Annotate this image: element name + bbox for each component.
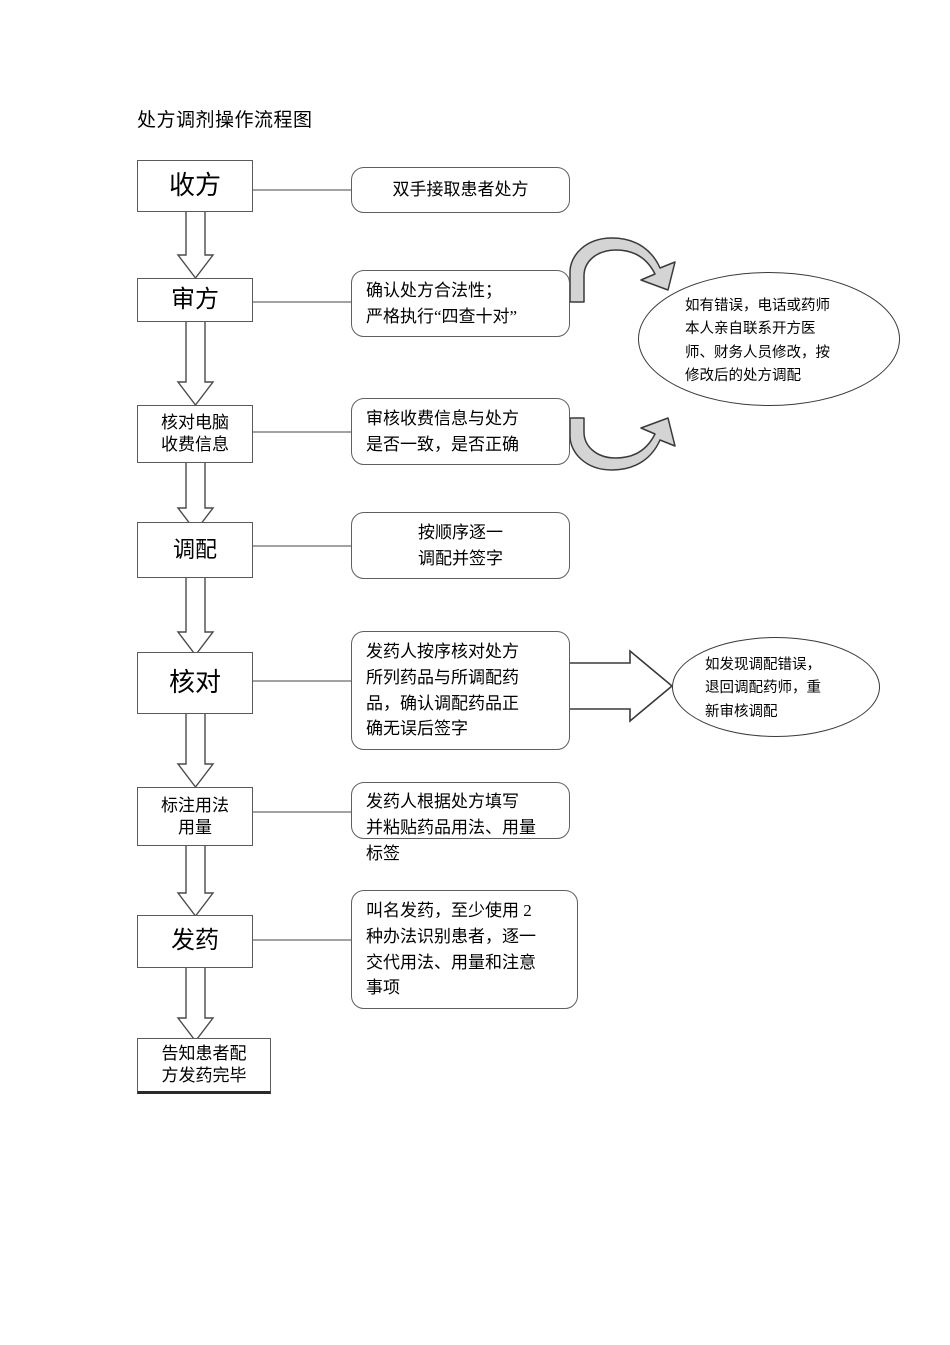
note-box-fayao[interactable]: 叫名发药，至少使用 2 种办法识别患者，逐一 交代用法、用量和注意 事项 [351, 890, 578, 1009]
flow-arrow-7 [176, 968, 215, 1043]
process-label: 告知患者配 方发药完毕 [161, 1044, 247, 1085]
note-text: 确认处方合法性； 严格执行“四查十对” [366, 280, 518, 326]
process-label: 收方 [168, 171, 221, 201]
flow-arrow-4 [176, 578, 215, 657]
note-text: 发药人根据处方填写 并粘贴药品用法、用量 标签 [366, 792, 536, 863]
note-box-heidui[interactable]: 发药人按序核对处方 所列药品与所调配药 品，确认调配药品正 确无误后签字 [351, 631, 570, 750]
process-label: 审方 [171, 286, 219, 313]
callout-text: 如有错误，电话或药师 本人亲自联系开方医 师、财务人员修改，按 修改后的处方调配 [685, 298, 830, 385]
note-box-shoufang[interactable]: 双手接取患者处方 [351, 167, 570, 213]
process-box-gaozhi-huanzhe[interactable]: 告知患者配 方发药完毕 [137, 1038, 271, 1094]
curved-loop-arrow-bottom [569, 417, 676, 471]
flow-arrow-2 [176, 322, 215, 407]
note-text: 审核收费信息与处方 是否一致，是否正确 [366, 408, 519, 454]
flow-arrow-3 [176, 463, 215, 533]
block-right-arrow [568, 649, 674, 723]
process-box-biaozhu-yongfa[interactable]: 标注用法 用量 [137, 787, 253, 846]
process-box-shoufang[interactable]: 收方 [137, 160, 253, 212]
note-text: 双手接取患者处方 [392, 180, 529, 200]
note-text: 发药人按序核对处方 所列药品与所调配药 品，确认调配药品正 确无误后签字 [366, 641, 519, 739]
flow-arrow-6 [176, 846, 215, 918]
flow-arrow-5 [176, 714, 215, 789]
note-box-shenfang[interactable]: 确认处方合法性； 严格执行“四查十对” [351, 270, 570, 337]
note-text: 叫名发药，至少使用 2 种办法识别患者，逐一 交代用法、用量和注意 事项 [366, 900, 536, 998]
callout-ellipse-error-correction[interactable]: 如有错误，电话或药师 本人亲自联系开方医 师、财务人员修改，按 修改后的处方调配 [638, 272, 900, 406]
flow-arrow-1 [176, 212, 215, 280]
curved-loop-arrow-top [569, 237, 676, 303]
process-label: 核对 [168, 668, 221, 698]
process-box-fayao[interactable]: 发药 [137, 915, 253, 968]
process-label: 标注用法 用量 [161, 795, 229, 837]
process-label: 核对电脑 收费信息 [161, 413, 229, 454]
note-box-tiaopei[interactable]: 按顺序逐一 调配并签字 [351, 512, 570, 579]
process-label: 调配 [172, 536, 217, 562]
process-label: 发药 [171, 928, 219, 955]
process-box-heidui[interactable]: 核对 [137, 652, 253, 714]
process-box-tiaopei[interactable]: 调配 [137, 522, 253, 578]
note-text: 按顺序逐一 调配并签字 [418, 522, 503, 568]
note-box-duizhang[interactable]: 审核收费信息与处方 是否一致，是否正确 [351, 398, 570, 465]
process-box-shenfang[interactable]: 审方 [137, 278, 253, 322]
note-box-biaozhu[interactable]: 发药人根据处方填写 并粘贴药品用法、用量 标签 [351, 782, 570, 863]
callout-ellipse-dispensing-error[interactable]: 如发现调配错误， 退回调配药师，重 新审核调配 [672, 637, 880, 737]
callout-text: 如发现调配错误， 退回调配药师，重 新审核调配 [705, 657, 821, 720]
page-title: 处方调剂操作流程图 [137, 110, 313, 131]
process-box-duizhang-dian-nao[interactable]: 核对电脑 收费信息 [137, 405, 253, 463]
